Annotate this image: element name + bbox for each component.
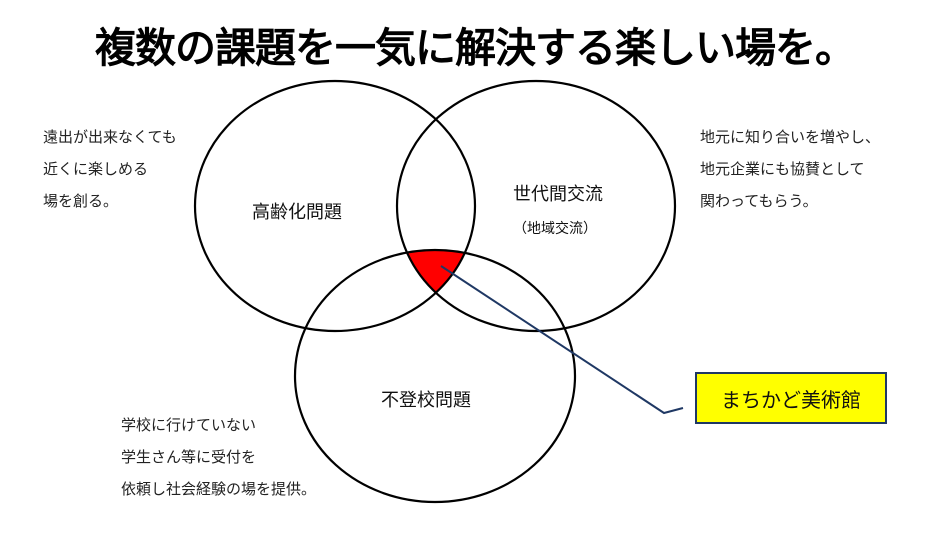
triple-intersection-region (397, 250, 475, 331)
circle-label-intergenerational: 世代間交流 (513, 184, 603, 205)
circle-label-truancy: 不登校問題 (381, 390, 471, 411)
callout-box: まちかど美術館 (695, 372, 887, 424)
note-line: 地元に知り合いを増やし、 (700, 128, 881, 146)
note-line: 学校に行けていない (121, 416, 257, 434)
note-line: 関わってもらう。 (700, 192, 818, 210)
page-title: 複数の課題を一気に解決する楽しい場を。 (95, 24, 856, 72)
note-line: 場を創る。 (43, 192, 119, 210)
note-left-bottom: 学校に行けていない 学生さん等に受付を 依頼し社会経験の場を提供。 (121, 409, 316, 505)
note-line: 依頼し社会経験の場を提供。 (121, 480, 317, 498)
note-line: 地元企業にも協賛として (700, 160, 865, 178)
circle-intergenerational (395, 79, 677, 333)
callout-label: まちかど美術館 (721, 387, 861, 412)
circle-sublabel-intergenerational: （地域交流） (513, 221, 597, 237)
note-line: 近くに楽しめる (43, 160, 149, 178)
circle-truancy (293, 248, 577, 504)
note-line: 遠出が出来なくても (43, 128, 177, 146)
note-line: 学生さん等に受付を (121, 448, 257, 466)
circle-label-aging: 高齢化問題 (252, 202, 342, 223)
note-right-top: 地元に知り合いを増やし、 地元企業にも協賛として 関わってもらう。 (700, 121, 880, 217)
note-left-top: 遠出が出来なくても 近くに楽しめる 場を創る。 (43, 121, 177, 217)
circle-aging (193, 79, 477, 333)
callout-connector-line (440, 265, 684, 415)
